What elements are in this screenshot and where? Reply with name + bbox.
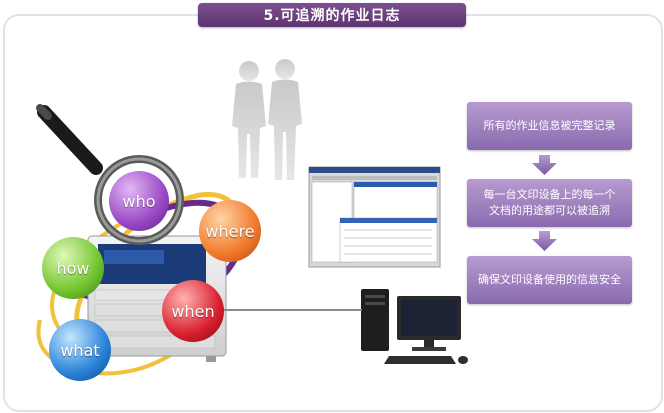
page-title: 5.可追溯的作业日志 (198, 3, 466, 27)
who-label: who (122, 191, 156, 211)
step-2-line-2: 文档的用途都可以被追溯 (489, 204, 610, 217)
step-3-box: 确保文印设备使用的信息安全 (467, 256, 632, 304)
what-label: what (60, 340, 100, 360)
business-people-icon (232, 59, 302, 180)
who-bubble: who (109, 171, 169, 231)
page-title-text: 5.可追溯的作业日志 (263, 8, 401, 24)
down-arrow-icon (532, 155, 557, 175)
how-label: how (56, 258, 90, 278)
what-bubble: what (49, 319, 111, 381)
when-bubble: when (162, 280, 224, 342)
network-cable (222, 309, 362, 311)
step-2-line-1: 每一台文印设备上的每一个 (483, 188, 616, 201)
magnifier-icon (36, 104, 184, 245)
step-1-line-1: 所有的作业信息被完整记录 (483, 119, 616, 132)
where-label: where (205, 221, 255, 241)
step-3-line-1: 确保文印设备使用的信息安全 (478, 273, 621, 286)
desktop-computer-icon (361, 289, 468, 364)
software-window-icon (308, 166, 441, 268)
how-bubble: how (42, 237, 104, 299)
step-2-box: 每一台文印设备上的每一个文档的用途都可以被追溯 (467, 179, 632, 227)
when-label: when (171, 301, 215, 321)
down-arrow-icon (532, 231, 557, 251)
step-1-box: 所有的作业信息被完整记录 (467, 102, 632, 150)
where-bubble: where (199, 200, 261, 262)
